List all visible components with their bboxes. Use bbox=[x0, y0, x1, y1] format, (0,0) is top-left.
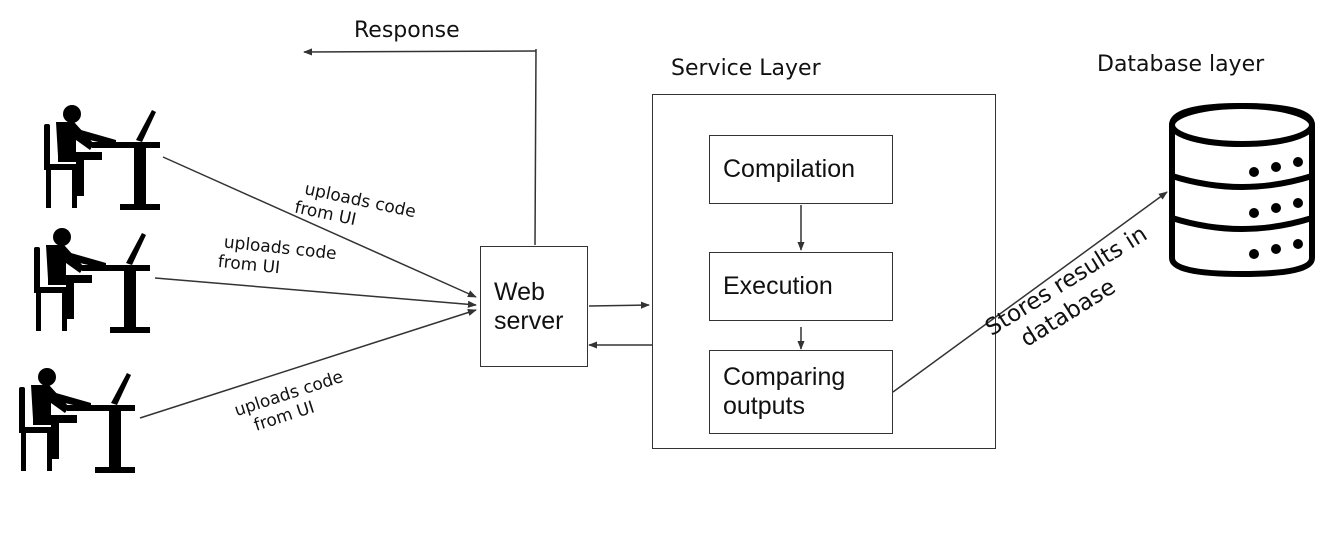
request-to-service-arrow bbox=[588, 301, 650, 309]
upload-arrow-1 bbox=[162, 156, 477, 298]
compilation-label: Compilation bbox=[723, 155, 856, 183]
upload-arrow-2 bbox=[154, 277, 477, 308]
person-at-computer-icon bbox=[19, 368, 135, 473]
database-icon bbox=[1169, 102, 1315, 278]
service-layer-title: Service Layer bbox=[671, 56, 821, 81]
comparing-outputs-label-line-2: outputs bbox=[723, 392, 806, 420]
response-line bbox=[534, 48, 537, 246]
web-server-label-line-1: Web bbox=[494, 277, 545, 306]
store-results-arrow bbox=[892, 191, 1168, 393]
execution-box: Execution bbox=[709, 252, 893, 321]
comparing-outputs-box: Comparing outputs bbox=[709, 350, 893, 434]
response-arrow bbox=[303, 48, 537, 56]
response-label: Response bbox=[354, 18, 460, 43]
upload-arrow-3 bbox=[139, 309, 477, 419]
comparing-outputs-label-line-1: Comparing bbox=[723, 363, 846, 391]
compilation-box: Compilation bbox=[709, 135, 893, 204]
service-layer-container bbox=[652, 94, 996, 449]
web-server-box: Web server bbox=[480, 246, 588, 367]
person-at-computer-icon bbox=[34, 228, 150, 333]
web-server-label-line-2: server bbox=[494, 306, 564, 335]
execution-label: Execution bbox=[723, 272, 833, 300]
person-at-computer-icon bbox=[44, 105, 160, 210]
database-layer-title: Database layer bbox=[1097, 52, 1265, 77]
